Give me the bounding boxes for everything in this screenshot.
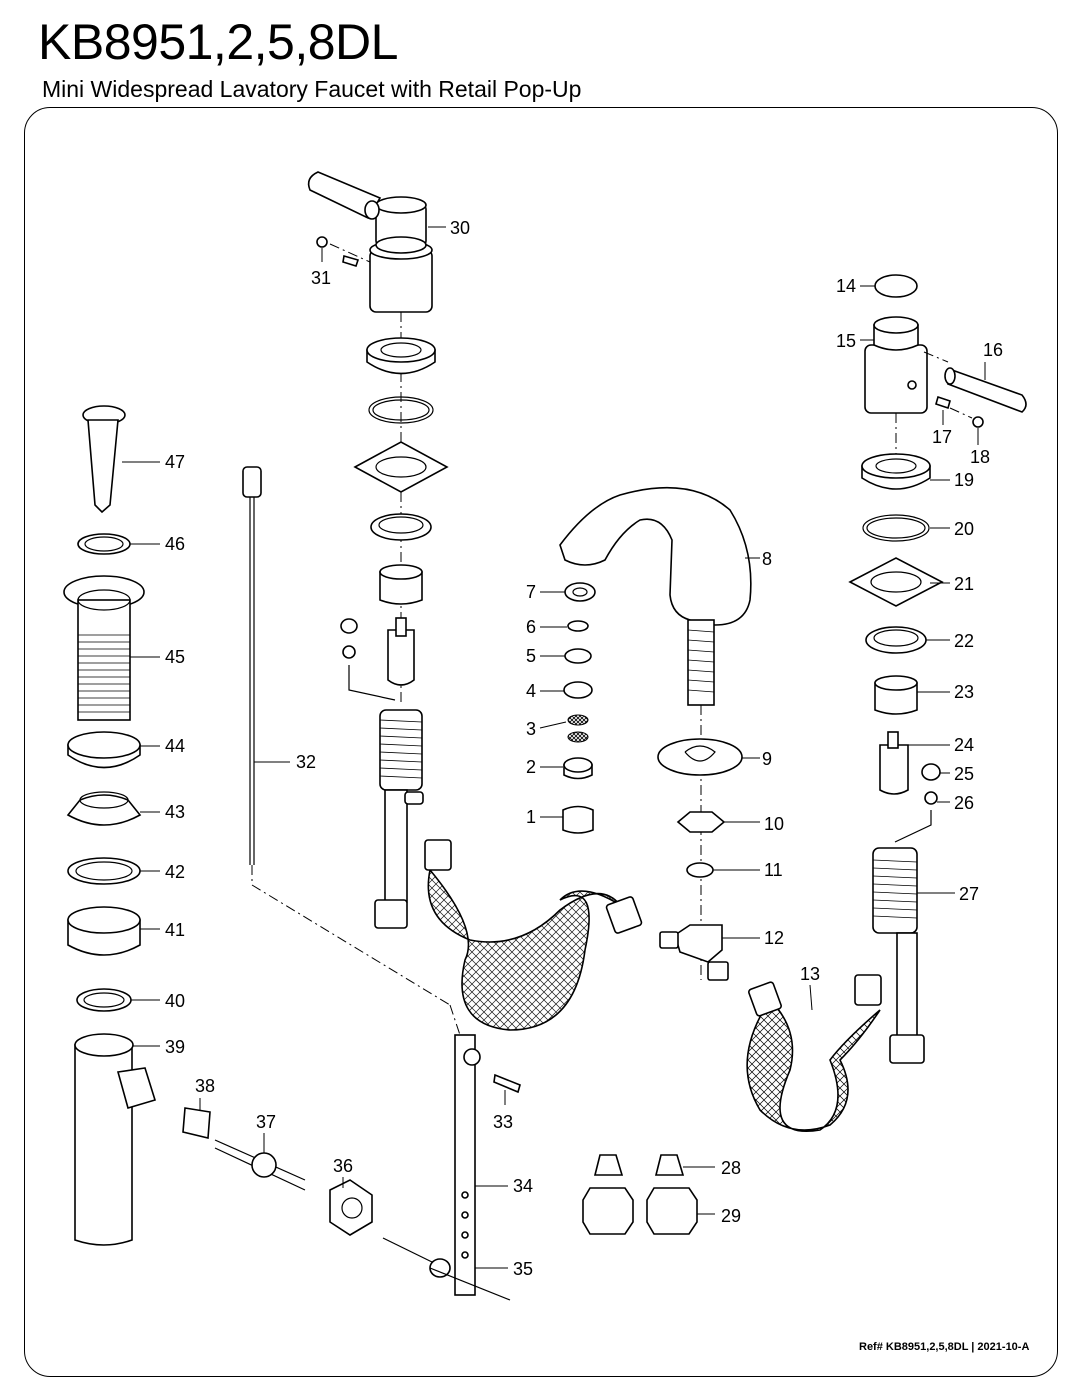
compression-fittings — [582, 1154, 698, 1235]
callout-label-42: 42 — [165, 862, 185, 882]
callout-label-24: 24 — [954, 735, 974, 755]
callout-label-9: 9 — [762, 749, 772, 769]
aerator-stack — [562, 582, 596, 834]
callout-label-7: 7 — [526, 582, 536, 602]
popup-linkage — [182, 466, 521, 1301]
callout-label-21: 21 — [954, 574, 974, 594]
callout-label-38: 38 — [195, 1076, 215, 1096]
callout-label-26: 26 — [954, 793, 974, 813]
callout-label-30: 30 — [450, 218, 470, 238]
callout-label-27: 27 — [959, 884, 979, 904]
popup-drain-assembly — [63, 405, 157, 1246]
callout-label-2: 2 — [526, 757, 536, 777]
callout-label-5: 5 — [526, 646, 536, 666]
callout-label-34: 34 — [513, 1176, 533, 1196]
left-valve-stack — [340, 312, 449, 929]
reference-code: Ref# KB8951,2,5,8DL | 2021-10-A — [859, 1341, 1030, 1353]
callout-label-35: 35 — [513, 1259, 533, 1279]
callout-label-41: 41 — [165, 920, 185, 940]
callout-label-18: 18 — [970, 447, 990, 467]
callout-label-1: 1 — [526, 807, 536, 827]
callout-label-43: 43 — [165, 802, 185, 822]
callout-label-36: 36 — [333, 1156, 353, 1176]
callout-label-31: 31 — [311, 268, 331, 288]
callout-label-8: 8 — [762, 549, 772, 569]
callout-label-14: 14 — [836, 276, 856, 296]
callout-label-32: 32 — [296, 752, 316, 772]
callout-label-28: 28 — [721, 1158, 741, 1178]
product-description: Mini Widespread Lavatory Faucet with Ret… — [42, 76, 582, 102]
callout-leader-13 — [809, 984, 813, 1011]
right-handle-assembly — [848, 274, 1027, 1064]
callout-label-4: 4 — [526, 681, 536, 701]
callout-label-37: 37 — [256, 1112, 276, 1132]
callout-label-15: 15 — [836, 331, 856, 351]
callout-label-19: 19 — [954, 470, 974, 490]
callout-label-22: 22 — [954, 631, 974, 651]
callout-label-44: 44 — [165, 736, 185, 756]
diagram-frame — [24, 107, 1058, 1377]
callout-label-20: 20 — [954, 519, 974, 539]
callout-label-39: 39 — [165, 1037, 185, 1057]
callout-label-12: 12 — [764, 928, 784, 948]
callout-label-17: 17 — [932, 427, 952, 447]
callout-label-29: 29 — [721, 1206, 741, 1226]
callout-label-47: 47 — [165, 452, 185, 472]
callout-label-40: 40 — [165, 991, 185, 1011]
callout-leader-3 — [539, 721, 567, 729]
callout-label-10: 10 — [764, 814, 784, 834]
left-handle-assembly — [307, 171, 433, 313]
callout-label-45: 45 — [165, 647, 185, 667]
callout-label-23: 23 — [954, 682, 974, 702]
callout-label-13: 13 — [800, 964, 820, 984]
callout-label-33: 33 — [493, 1112, 513, 1132]
callout-label-6: 6 — [526, 617, 536, 637]
callout-label-16: 16 — [983, 340, 1003, 360]
model-number-title: KB8951,2,5,8DL — [38, 14, 398, 70]
callout-label-25: 25 — [954, 764, 974, 784]
callout-label-11: 11 — [764, 860, 783, 880]
callout-label-3: 3 — [526, 719, 536, 739]
supply-hoses — [424, 839, 882, 1132]
spout-assembly — [559, 486, 752, 981]
callout-label-46: 46 — [165, 534, 185, 554]
callout-leaders — [122, 226, 986, 1269]
